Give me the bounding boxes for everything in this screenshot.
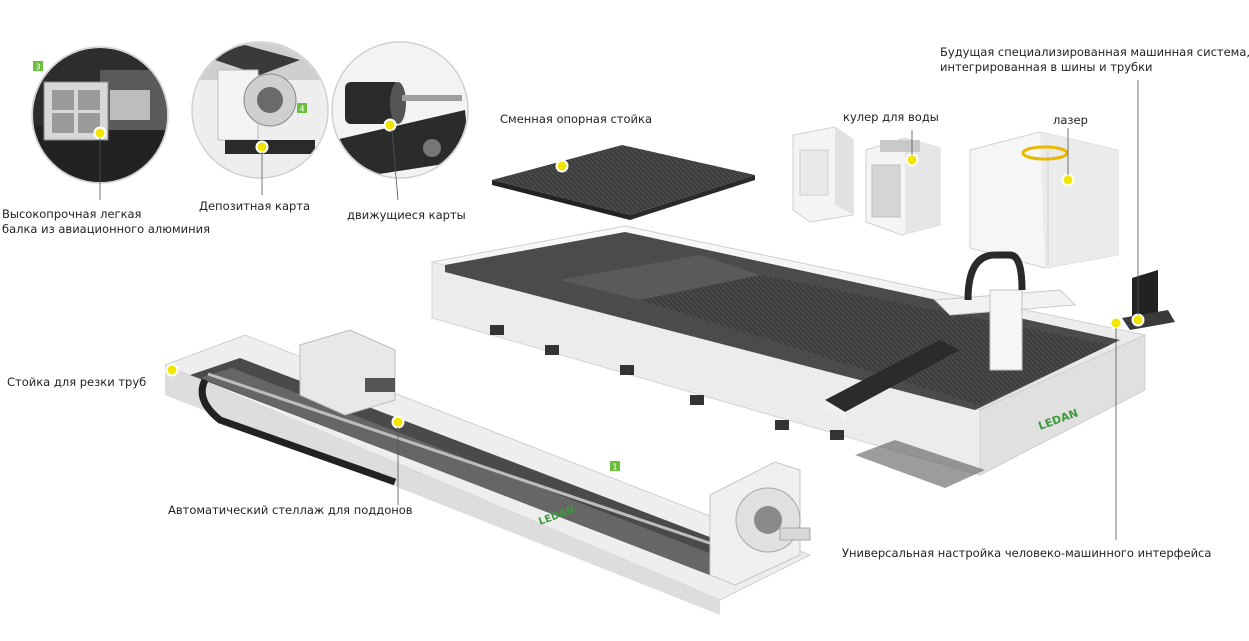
hmi-dot bbox=[1131, 313, 1145, 327]
label-machine-system-line1: Будущая специализированная машинная сист… bbox=[940, 45, 1249, 59]
tube-cutting-rack: LEDAN bbox=[163, 329, 812, 615]
laser-source bbox=[969, 128, 1119, 269]
badge-three-text: 3 bbox=[35, 63, 40, 72]
badge-four: 4 bbox=[297, 103, 307, 114]
detail-circle-beam bbox=[31, 46, 169, 200]
hmi-dot-2 bbox=[1109, 316, 1123, 330]
cooler-dot bbox=[905, 153, 919, 167]
laser-dot bbox=[1061, 173, 1075, 187]
support-rack-grate bbox=[492, 145, 755, 220]
label-deposit-card: Депозитная карта bbox=[199, 199, 311, 213]
badge-one: 1 bbox=[610, 461, 620, 472]
label-beam-line1: Высокопрочная легкая bbox=[2, 207, 142, 221]
electric-cabinet bbox=[792, 126, 854, 223]
label-water-cooler: кулер для воды bbox=[843, 110, 939, 124]
detail-circle-moving bbox=[331, 41, 469, 201]
label-hmi: Универсальная настройка человеко-машинно… bbox=[842, 546, 1212, 560]
badge-one-text: 1 bbox=[612, 463, 617, 472]
support-rack-dot bbox=[555, 159, 569, 173]
hmi-panel bbox=[1109, 80, 1175, 540]
pallet-rack-dot bbox=[391, 415, 405, 429]
deposit-marker-dot bbox=[255, 140, 269, 154]
moving-marker-dot bbox=[383, 118, 397, 132]
label-laser: лазер bbox=[1053, 113, 1088, 127]
main-cutting-machine: LEDAN bbox=[431, 225, 1147, 488]
label-machine-system-line2: интегрированная в шины и трубки bbox=[940, 60, 1153, 74]
label-pallet-rack: Автоматический стеллаж для поддонов bbox=[168, 503, 413, 517]
tube-rack-dot bbox=[165, 363, 179, 377]
label-support-rack: Сменная опорная стойка bbox=[500, 112, 652, 126]
beam-marker-dot bbox=[93, 126, 107, 140]
badge-three: 3 bbox=[33, 61, 43, 72]
detail-circle-deposit bbox=[191, 41, 329, 195]
badge-four-text: 4 bbox=[299, 105, 304, 114]
label-tube-rack: Стойка для резки труб bbox=[7, 375, 147, 389]
label-moving-cards: движущиеся карты bbox=[347, 208, 466, 222]
label-beam-line2: балка из авиационного алюминия bbox=[2, 222, 211, 236]
water-cooler bbox=[865, 130, 941, 236]
